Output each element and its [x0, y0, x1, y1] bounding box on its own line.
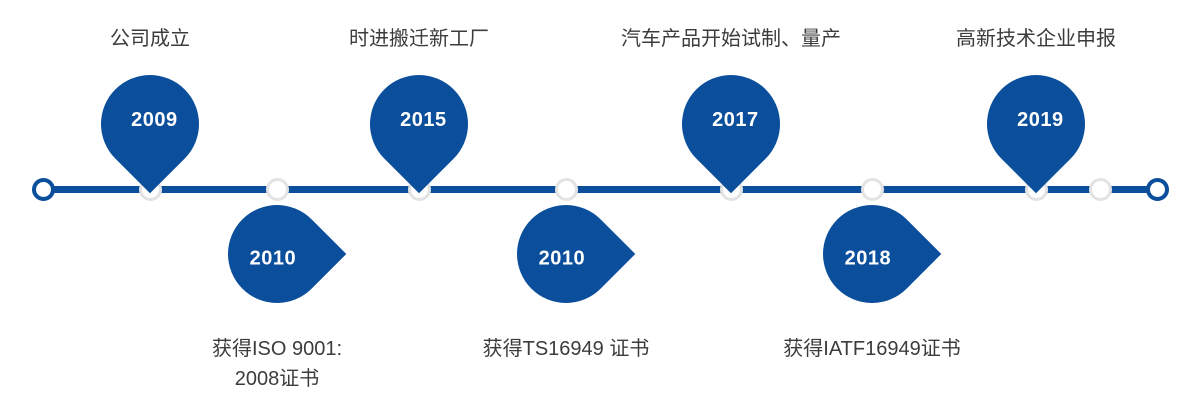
milestone-label-4: 获得TS16949 证书	[482, 338, 650, 360]
milestone-pin-2015-3[interactable]: 2015	[349, 54, 489, 194]
milestone-pin-2009-1[interactable]: 2009	[80, 54, 220, 194]
milestone-pin-2019-7[interactable]: 2019	[966, 54, 1106, 194]
milestone-year: 2009	[130, 108, 178, 131]
milestone-pin-2017-5[interactable]: 2017	[661, 54, 801, 194]
milestone-year: 2018	[844, 247, 892, 270]
milestone-year: 2015	[399, 108, 447, 131]
milestone-label-7: 高新技术企业申报	[956, 28, 1116, 50]
milestone-label-1: 公司成立	[110, 28, 190, 50]
milestone-year: 2010	[249, 247, 297, 270]
timeline-axis-line	[43, 186, 1157, 193]
milestone-label-6: 获得IATF16949证书	[783, 338, 961, 360]
milestone-label-3: 时进搬迁新工厂	[349, 28, 489, 50]
timeline-node-2	[265, 178, 289, 201]
timeline-start-endpoint	[32, 178, 55, 201]
milestone-pin-2010-4[interactable]: 2010	[496, 184, 636, 324]
milestone-year: 2017	[711, 108, 759, 131]
milestone-pin-2010-2[interactable]: 2010	[207, 184, 347, 324]
timeline-node-6	[860, 178, 884, 201]
milestone-year: 2010	[538, 247, 586, 270]
timeline-end-endpoint	[1146, 178, 1169, 201]
timeline-node-8	[1088, 178, 1112, 201]
milestone-year: 2019	[1016, 108, 1064, 131]
milestone-label-2: 获得ISO 9001: 2008证书	[211, 338, 343, 390]
timeline-node-4	[554, 178, 578, 201]
milestone-label-5: 汽车产品开始试制、量产	[621, 28, 841, 50]
milestone-pin-2018-6[interactable]: 2018	[802, 184, 942, 324]
